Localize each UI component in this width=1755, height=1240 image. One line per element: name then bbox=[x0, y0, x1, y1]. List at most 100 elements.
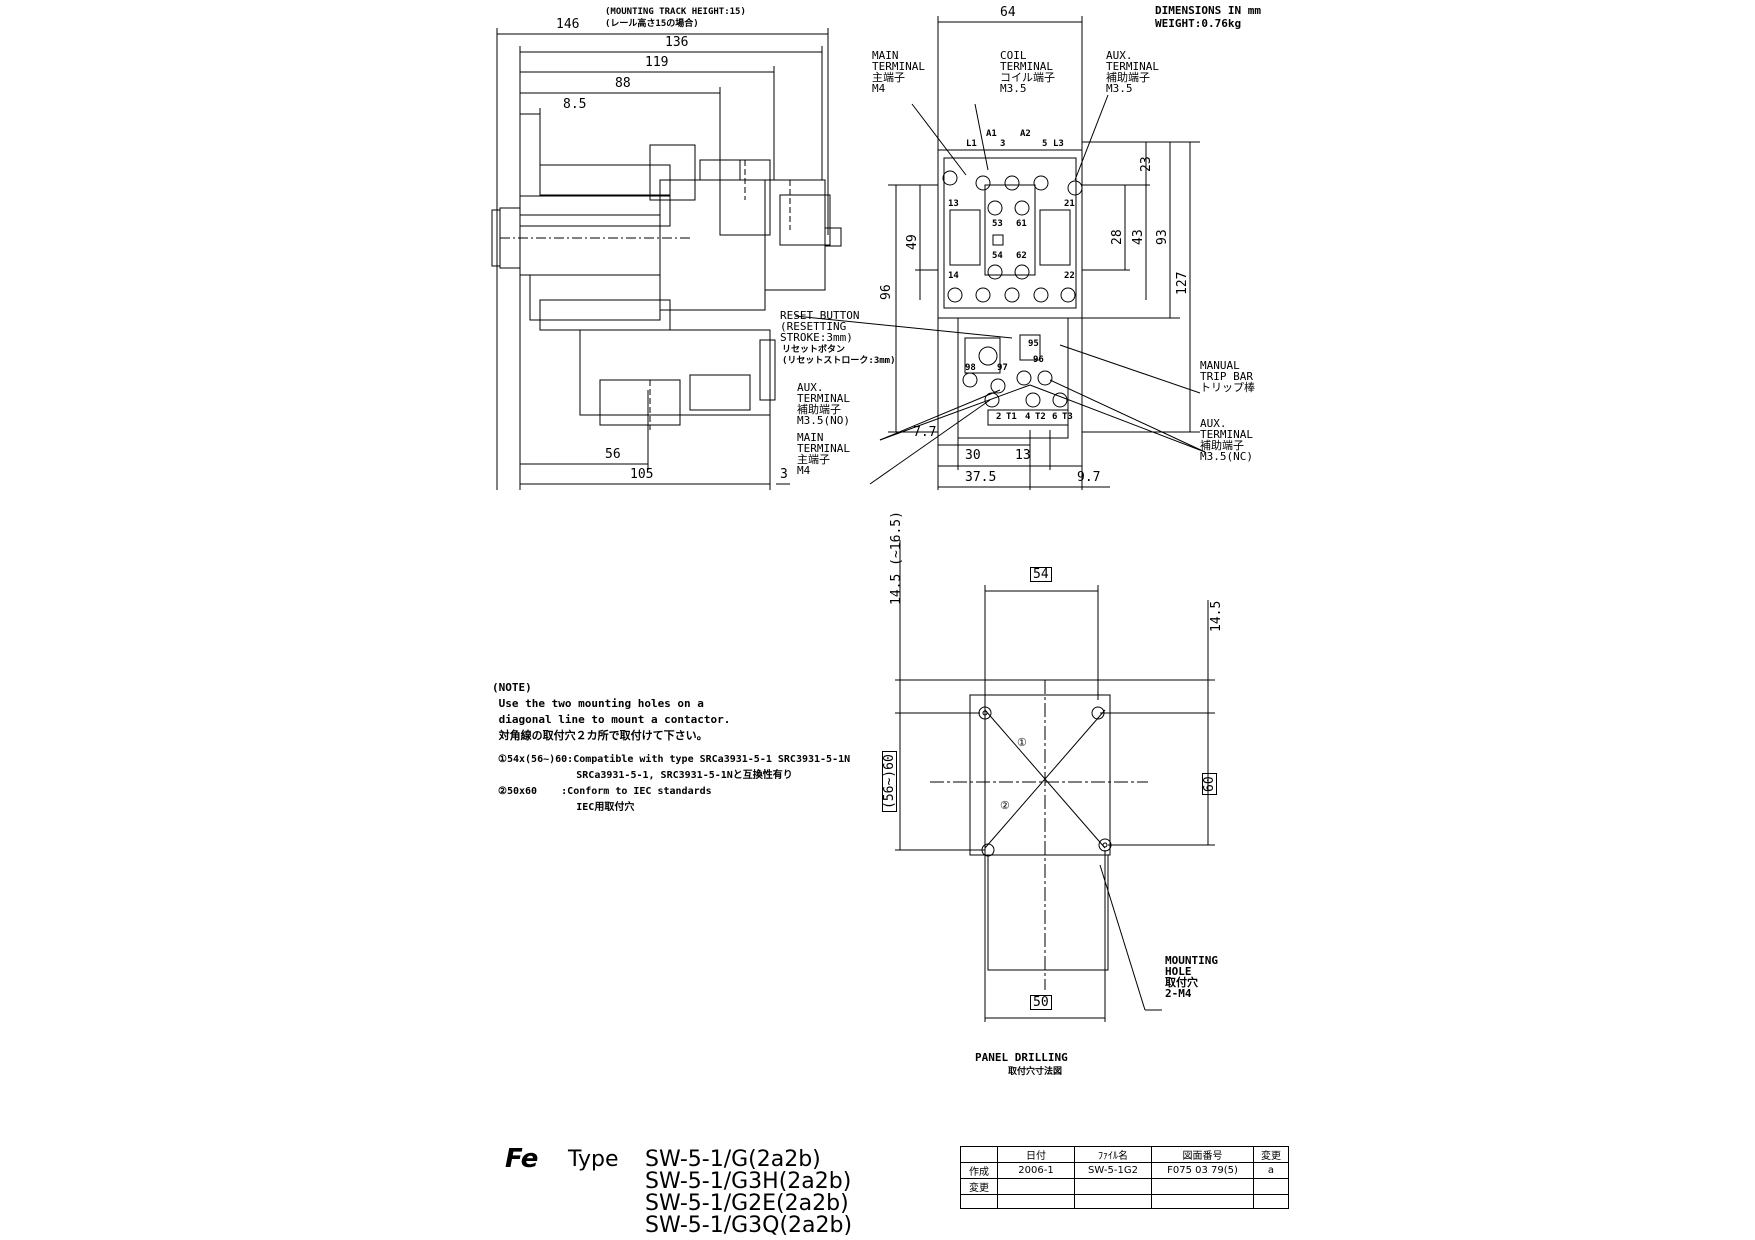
mounting-hole-label: MOUNTING HOLE 取付穴 2-M4 bbox=[1165, 954, 1218, 1000]
mounting-track-note-jp: (レール高さ15の場合) bbox=[605, 19, 699, 29]
aux-terminal-top-label: AUX. TERMINAL 補助端子 M3.5 bbox=[1106, 49, 1159, 95]
model-4: SW-5-1/G3Q(2a2b) bbox=[645, 1213, 853, 1238]
note-heading: (NOTE) bbox=[492, 681, 532, 694]
terminal-a2: A2 bbox=[1020, 129, 1031, 139]
model-2: SW-5-1/G3H(2a2b) bbox=[645, 1169, 852, 1194]
dim-146: 146 bbox=[556, 17, 580, 32]
dim-93: 93 bbox=[1155, 229, 1170, 245]
dim-49: 49 bbox=[905, 234, 920, 250]
table-cell: F075 03 79(5) bbox=[1151, 1162, 1254, 1179]
dim-105: 105 bbox=[630, 467, 654, 482]
table-cell: 作成 bbox=[960, 1162, 998, 1179]
note-item-1a: ①54x(56~)60:Compatible with type SRCa393… bbox=[498, 754, 851, 765]
header-cell: 図面番号 bbox=[1151, 1146, 1254, 1163]
terminal-53: 53 bbox=[992, 219, 1003, 229]
aux-terminal-no-label: AUX. TERMINAL 補助端子 M3.5(NO) bbox=[797, 381, 850, 427]
coil-terminal-label: COIL TERMINAL コイル端子 M3.5 bbox=[1000, 49, 1055, 95]
dim-136: 136 bbox=[665, 35, 689, 50]
table-cell bbox=[1253, 1194, 1289, 1209]
dim-9-7: 9.7 bbox=[1077, 470, 1101, 485]
terminal-row-top bbox=[942, 170, 1083, 216]
table-cell: 2006-1 bbox=[997, 1162, 1075, 1179]
dim-96: 96 bbox=[879, 284, 894, 300]
dimensions-unit: DIMENSIONS IN mm bbox=[1155, 4, 1261, 17]
table-cell bbox=[1074, 1178, 1152, 1195]
table-row bbox=[960, 1194, 1289, 1209]
revision-table: 日付 ﾌｧｲﾙ名 図面番号 変更 作成 2006-1 SW-5-1G2 F075… bbox=[960, 1146, 1289, 1209]
panel-dim-56-60: (56~)60 bbox=[882, 751, 897, 812]
dim-8-5: 8.5 bbox=[563, 97, 587, 112]
table-cell bbox=[1253, 1178, 1289, 1195]
panel-dim-54: 54 bbox=[1030, 567, 1052, 582]
panel-drilling-view bbox=[895, 540, 1215, 1022]
dim-7-7: 7.7 bbox=[913, 425, 937, 440]
table-cell bbox=[1151, 1194, 1254, 1209]
terminal-14: 14 bbox=[948, 271, 959, 281]
terminal-6: 6 bbox=[1052, 412, 1058, 422]
dim-43: 43 bbox=[1131, 229, 1146, 245]
weight-label: WEIGHT:0.76kg bbox=[1155, 17, 1242, 30]
revision-table-header: 日付 ﾌｧｲﾙ名 図面番号 変更 bbox=[960, 1146, 1289, 1163]
mounting-track-note: (MOUNTING TRACK HEIGHT:15) bbox=[605, 7, 746, 17]
model-1: SW-5-1/G(2a2b) bbox=[645, 1147, 821, 1172]
reset-button-label: RESET BUTTON (RESETTING STROKE:3mm) bbox=[780, 309, 860, 344]
fe-logo: Fe bbox=[505, 1144, 539, 1174]
table-cell bbox=[1074, 1194, 1152, 1209]
terminal-l3: L3 bbox=[1053, 139, 1064, 149]
terminal-62: 62 bbox=[1016, 251, 1027, 261]
aux-terminal-nc-label: AUX. TERMINAL 補助端子 M3.5(NC) bbox=[1200, 417, 1253, 463]
model-3: SW-5-1/G2E(2a2b) bbox=[645, 1191, 849, 1216]
mark-2: ② bbox=[1000, 799, 1010, 812]
table-cell: SW-5-1G2 bbox=[1074, 1162, 1152, 1179]
terminal-a1: A1 bbox=[986, 129, 997, 139]
table-row: 変更 bbox=[960, 1178, 1289, 1195]
terminal-3: 3 bbox=[1000, 139, 1006, 149]
header-cell: 変更 bbox=[1253, 1146, 1289, 1163]
terminal-22: 22 bbox=[1064, 271, 1075, 281]
terminal-13: 13 bbox=[948, 199, 959, 209]
table-row: 作成 2006-1 SW-5-1G2 F075 03 79(5) a bbox=[960, 1162, 1289, 1179]
dim-127: 127 bbox=[1175, 271, 1190, 295]
terminal-t3: T3 bbox=[1062, 412, 1073, 422]
terminal-t2: T2 bbox=[1035, 412, 1046, 422]
main-terminal-label: MAIN TERMINAL 主端子 M4 bbox=[872, 49, 925, 95]
note-item-1b: SRCa3931-5-1, SRC3931-5-1Nと互換性有り bbox=[498, 770, 793, 781]
panel-dim-14-5-right: 14.5 bbox=[1209, 600, 1224, 632]
note-item-2a: ②50x60 :Conform to IEC standards bbox=[498, 786, 712, 797]
table-cell bbox=[960, 1194, 998, 1209]
terminal-61: 61 bbox=[1016, 219, 1027, 229]
terminal-4: 4 bbox=[1025, 412, 1031, 422]
table-cell bbox=[1151, 1178, 1254, 1195]
manual-trip-bar-label: MANUAL TRIP BAR トリップ棒 bbox=[1200, 359, 1255, 394]
terminal-row-relay bbox=[962, 370, 1068, 408]
table-cell: a bbox=[1253, 1162, 1289, 1179]
mark-1: ① bbox=[1017, 736, 1027, 749]
note-line-2: diagonal line to mount a contactor. bbox=[492, 713, 731, 726]
terminal-2: 2 bbox=[996, 412, 1002, 422]
terminal-row-mid bbox=[947, 264, 1076, 303]
dim-30: 30 bbox=[965, 448, 981, 463]
table-cell bbox=[997, 1194, 1075, 1209]
terminal-95: 95 bbox=[1028, 339, 1039, 349]
terminal-l1: L1 bbox=[966, 139, 977, 149]
dim-3: 3 bbox=[780, 467, 788, 482]
terminal-54: 54 bbox=[992, 251, 1003, 261]
panel-dim-50: 50 bbox=[1030, 995, 1052, 1010]
dim-28: 28 bbox=[1110, 229, 1125, 245]
side-view bbox=[491, 28, 842, 490]
main-terminal-bottom-label: MAIN TERMINAL 主端子 M4 bbox=[797, 431, 850, 477]
note-item-2b: IEC用取付穴 bbox=[498, 802, 635, 813]
panel-drilling-title: PANEL DRILLING bbox=[975, 1051, 1068, 1064]
front-view bbox=[794, 16, 1206, 490]
header-cell bbox=[960, 1146, 998, 1163]
panel-drilling-title-jp: 取付穴寸法図 bbox=[1008, 1067, 1063, 1077]
terminal-5: 5 bbox=[1042, 139, 1048, 149]
dim-119: 119 bbox=[645, 55, 669, 70]
table-cell bbox=[997, 1178, 1075, 1195]
dim-88: 88 bbox=[615, 76, 631, 91]
reset-button-label-jp: リセットボタン (リセットストローク:3mm) bbox=[782, 345, 896, 366]
header-cell: 日付 bbox=[997, 1146, 1075, 1163]
dim-13: 13 bbox=[1015, 448, 1031, 463]
